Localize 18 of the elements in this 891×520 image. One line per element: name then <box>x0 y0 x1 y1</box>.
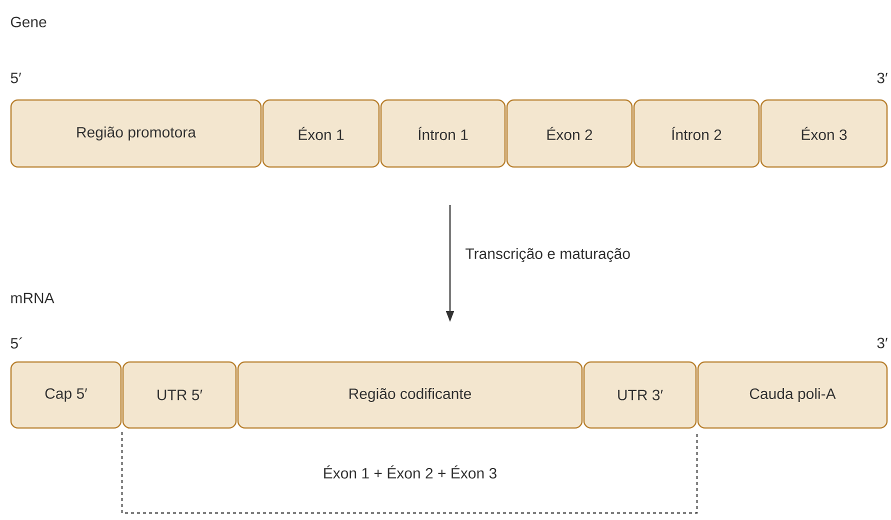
segment-box: Cauda poli-A <box>697 361 888 429</box>
bracket-label: Éxon 1 + Éxon 2 + Éxon 3 <box>324 465 496 479</box>
segment-box: Região codificante <box>237 361 583 429</box>
segment-box: Região promotora <box>10 99 262 168</box>
segment-box: Íntron 2 <box>633 99 760 168</box>
step-label: Transcrição e maturação <box>466 248 630 262</box>
section-heading: Gene <box>10 16 46 28</box>
end-label: 3′ <box>877 338 888 348</box>
segment-box: UTR 3′ <box>583 361 697 429</box>
segment-box: Éxon 1 <box>262 99 380 168</box>
segment-box: Éxon 3 <box>760 99 888 168</box>
segment-box: Cap 5′ <box>10 361 122 429</box>
section-heading: mRNA <box>11 292 54 304</box>
segment-box: Éxon 2 <box>506 99 633 168</box>
end-label: 5′ <box>10 72 22 84</box>
segment-box: Íntron 1 <box>380 99 506 168</box>
end-label: 3′ <box>877 72 888 84</box>
segment-box: UTR 5′ <box>122 361 237 429</box>
